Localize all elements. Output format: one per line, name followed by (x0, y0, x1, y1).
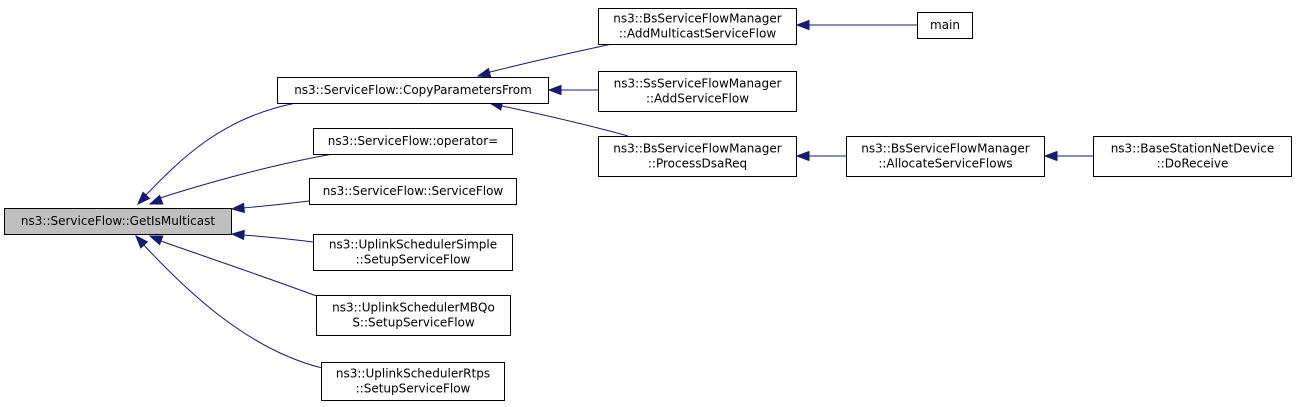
edge-ss_add-to-copy_params (547, 84, 598, 96)
node-box[interactable] (321, 362, 505, 401)
node-bs_add_mc[interactable]: ns3::BsServiceFlowManager::AddMulticastS… (598, 8, 797, 45)
node-label: ::SetupServiceFlow (356, 382, 471, 396)
node-box[interactable] (309, 178, 517, 205)
node-copy_params[interactable]: ns3::ServiceFlow::CopyParametersFrom (277, 77, 549, 104)
node-label: ns3::ServiceFlow::ServiceFlow (323, 184, 504, 198)
edge-line (501, 105, 629, 137)
edge-ul_simple-to-root (230, 229, 314, 243)
node-ul_mbqos[interactable]: ns3::UplinkSchedulerMBQoS::SetupServiceF… (316, 295, 511, 336)
edge-line (141, 242, 323, 369)
node-label: ::ProcessDsaReq (648, 157, 747, 171)
node-bsnd_recv[interactable]: ns3::BaseStationNetDevice::DoReceive (1093, 136, 1292, 177)
node-box[interactable] (598, 136, 797, 177)
node-box[interactable] (313, 234, 513, 271)
edge-line (242, 234, 314, 243)
node-label: ns3::SsServiceFlowManager (614, 77, 782, 91)
edge-line (156, 153, 334, 200)
node-label: S::SetupServiceFlow (352, 316, 475, 330)
node-label: ns3::UplinkSchedulerMBQo (332, 301, 495, 315)
node-main[interactable]: main (917, 12, 973, 39)
node-label: ns3::BsServiceFlowManager (613, 142, 781, 156)
node-label: ns3::UplinkSchedulerSimple (329, 238, 497, 252)
arrowhead-icon (1043, 150, 1058, 162)
node-ul_simple[interactable]: ns3::UplinkSchedulerSimple::SetupService… (313, 234, 513, 271)
node-box[interactable] (1093, 136, 1292, 177)
edge-line (157, 239, 323, 299)
arrowhead-icon (148, 235, 164, 246)
node-label: ::SetupServiceFlow (356, 253, 471, 267)
edge-service_flow-to-root (230, 200, 310, 214)
edge-ul_mbqos-to-root (148, 235, 323, 299)
node-label: ::DoReceive (1157, 157, 1229, 171)
node-box[interactable] (598, 8, 797, 45)
edges-layer (135, 19, 1094, 369)
arrowhead-icon (137, 191, 151, 206)
arrowhead-icon (795, 150, 810, 162)
node-label: ns3::BaseStationNetDevice (1111, 142, 1275, 156)
node-label: ::AllocateServiceFlows (878, 157, 1012, 171)
node-label: ns3::BsServiceFlowManager (861, 142, 1029, 156)
arrowhead-icon (230, 229, 245, 241)
edge-main-to-bs_add_mc (795, 19, 917, 31)
edge-line (242, 200, 310, 209)
edge-bsnd_recv-to-bs_alloc (1043, 150, 1094, 162)
edge-bs_alloc-to-bs_dsa (795, 150, 847, 162)
node-label: ns3::ServiceFlow::GetIsMulticast (21, 214, 215, 228)
node-box[interactable] (4, 208, 232, 235)
node-operator_eq[interactable]: ns3::ServiceFlow::operator= (313, 128, 513, 155)
node-box[interactable] (846, 136, 1045, 177)
node-box[interactable] (917, 12, 973, 39)
edge-ul_rtps-to-root (135, 234, 323, 369)
node-label: main (930, 18, 960, 32)
node-label: ns3::UplinkSchedulerRtps (336, 367, 490, 381)
node-ss_add[interactable]: ns3::SsServiceFlowManager::AddServiceFlo… (598, 71, 797, 112)
node-label: ns3::ServiceFlow::operator= (328, 134, 498, 148)
node-box[interactable] (277, 77, 549, 104)
edge-bs_add_mc-to-copy_params (476, 43, 613, 78)
node-root[interactable]: ns3::ServiceFlow::GetIsMulticast (4, 208, 232, 235)
node-ul_rtps[interactable]: ns3::UplinkSchedulerRtps::SetupServiceFl… (321, 362, 505, 401)
edge-line (142, 102, 297, 199)
node-bs_dsa[interactable]: ns3::BsServiceFlowManager::ProcessDsaReq (598, 136, 797, 177)
node-label: ns3::ServiceFlow::CopyParametersFrom (294, 83, 532, 97)
arrowhead-icon (795, 19, 810, 31)
node-bs_alloc[interactable]: ns3::BsServiceFlowManager::AllocateServi… (846, 136, 1045, 177)
arrowhead-icon (135, 234, 149, 249)
node-label: ::AddServiceFlow (646, 92, 749, 106)
arrowhead-icon (148, 194, 164, 205)
edge-operator_eq-to-root (148, 153, 334, 205)
edge-copy_params-to-root (137, 102, 297, 206)
node-box[interactable] (313, 128, 513, 155)
arrowhead-icon (547, 84, 562, 96)
arrowhead-icon (476, 67, 492, 78)
node-box[interactable] (598, 71, 797, 112)
node-box[interactable] (316, 295, 511, 336)
node-label: ns3::BsServiceFlowManager (613, 12, 781, 26)
node-label: ::AddMulticastServiceFlow (619, 27, 776, 41)
edge-line (489, 43, 613, 73)
nodes-layer: ns3::ServiceFlow::GetIsMulticast ns3::Ser… (4, 8, 1292, 401)
arrowhead-icon (230, 202, 245, 214)
node-service_flow[interactable]: ns3::ServiceFlow::ServiceFlow (309, 178, 517, 205)
